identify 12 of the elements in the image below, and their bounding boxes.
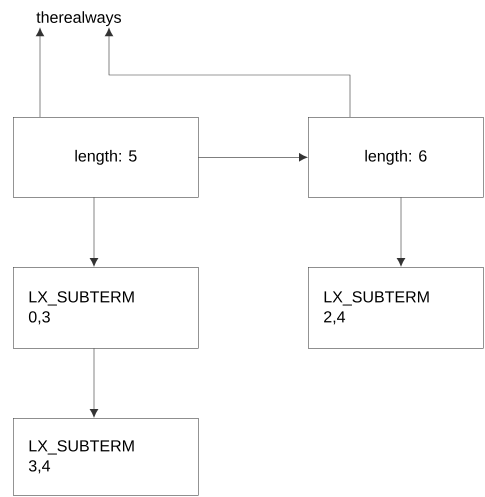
term-box: LX_SUBTERM 0,3 [13,267,199,349]
arrow [36,28,44,118]
length-box: length: 5 [13,117,199,198]
arrow [90,348,98,418]
arrow [396,197,406,266]
arrow [198,153,308,162]
arrow [104,28,350,118]
node-label: therealways [36,11,121,26]
arrow [90,197,98,266]
term-box: LX_SUBTERM 2,4 [308,267,484,349]
length-box: length: 6 [308,117,484,198]
term-box: LX_SUBTERM 3,4 [13,418,199,496]
